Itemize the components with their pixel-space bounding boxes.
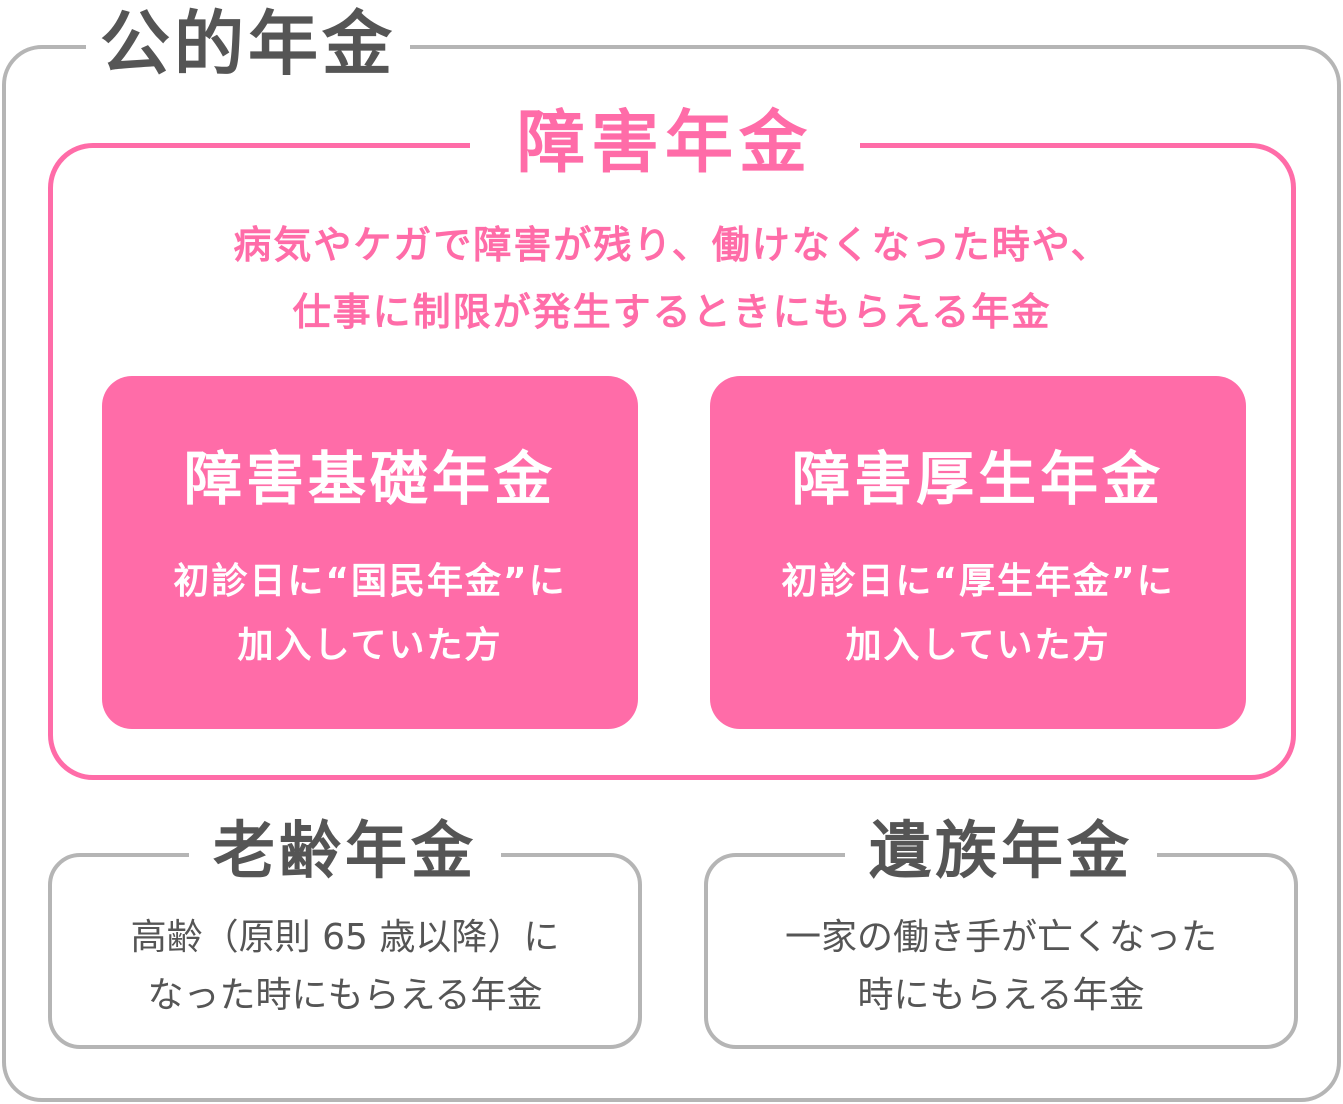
- card-text: 初診日に“厚生年金”に: [781, 561, 1175, 602]
- box-text: なった時にもらえる年金: [147, 975, 543, 1016]
- disability-description-line-1: 病気やケガで障害が残り、働けなくなった時や、: [233, 223, 1111, 267]
- box-text: 時にもらえる年金: [857, 975, 1145, 1016]
- employee-disability-pension-card: 障害厚生年金 初診日に“厚生年金”に 加入していた方: [710, 376, 1246, 729]
- box-text: 高齢（原則 65 歳以降）に: [130, 917, 560, 958]
- public-pension-frame: [2, 45, 1341, 1102]
- survivor-pension-title: 遺族年金: [844, 814, 1157, 887]
- disability-pension-title: 障害年金: [470, 104, 860, 184]
- disability-description-line-2: 仕事に制限が発生するときにもらえる年金: [292, 290, 1052, 334]
- old-age-pension-box: 老齢年金 高齢（原則 65 歳以降）に なった時にもらえる年金: [48, 814, 642, 1049]
- card-text: 初診日に“国民年金”に: [173, 561, 567, 602]
- card-text: 加入していた方: [845, 625, 1111, 666]
- survivor-pension-box: 遺族年金 一家の働き手が亡くなった 時にもらえる年金: [704, 814, 1298, 1049]
- page-title: 公的年金: [86, 4, 410, 84]
- old-age-pension-title: 老齢年金: [188, 814, 501, 887]
- basic-disability-pension-card: 障害基礎年金 初診日に“国民年金”に 加入していた方: [102, 376, 638, 729]
- card-title: 障害基礎年金: [183, 445, 556, 513]
- card-title: 障害厚生年金: [791, 445, 1164, 513]
- card-text: 加入していた方: [237, 625, 503, 666]
- box-text: 一家の働き手が亡くなった: [784, 917, 1217, 958]
